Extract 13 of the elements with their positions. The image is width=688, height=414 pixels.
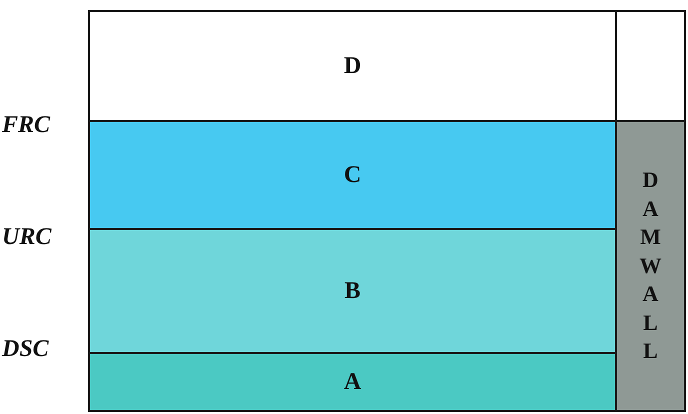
level-label: FRC [2,112,50,139]
dam-wall [615,120,686,412]
layer-band [88,228,617,354]
layer-band [88,10,617,122]
layer-label: A [344,368,362,396]
layer-label: C [344,162,362,188]
layer-label: B [344,278,360,304]
layer-band [88,352,617,412]
wall-label: DAMWALL [640,166,662,366]
layer-band [88,120,617,230]
level-label: URC [2,224,52,251]
layer-label: D [344,52,362,80]
level-label: DSC [2,336,49,363]
